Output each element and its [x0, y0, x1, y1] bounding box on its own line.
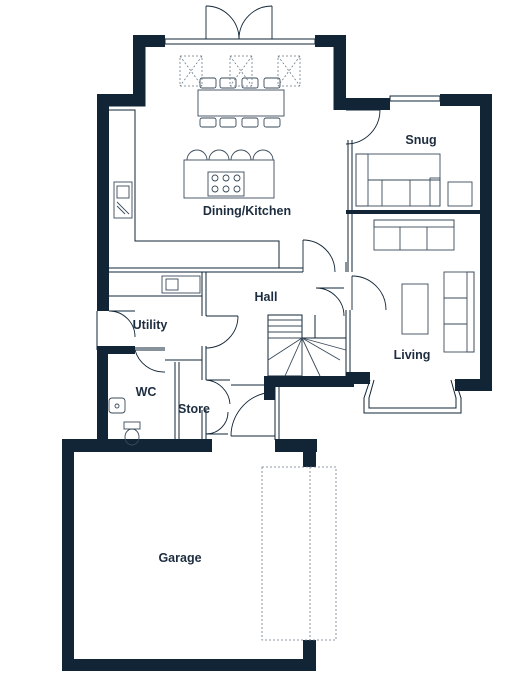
room-labels: Dining/Kitchen Snug Hall Utility Living … [133, 133, 437, 565]
windows [164, 38, 462, 414]
label-living: Living [394, 348, 431, 362]
label-snug: Snug [405, 133, 436, 147]
label-hall: Hall [255, 290, 278, 304]
staircase [267, 314, 347, 377]
label-utility: Utility [133, 318, 168, 332]
label-dining-kitchen: Dining/Kitchen [203, 204, 291, 218]
label-wc: WC [136, 385, 157, 399]
label-store: Store [178, 402, 210, 416]
doors [108, 5, 387, 437]
internal-walls [96, 47, 480, 450]
label-garage: Garage [158, 551, 201, 565]
furniture [108, 55, 475, 641]
